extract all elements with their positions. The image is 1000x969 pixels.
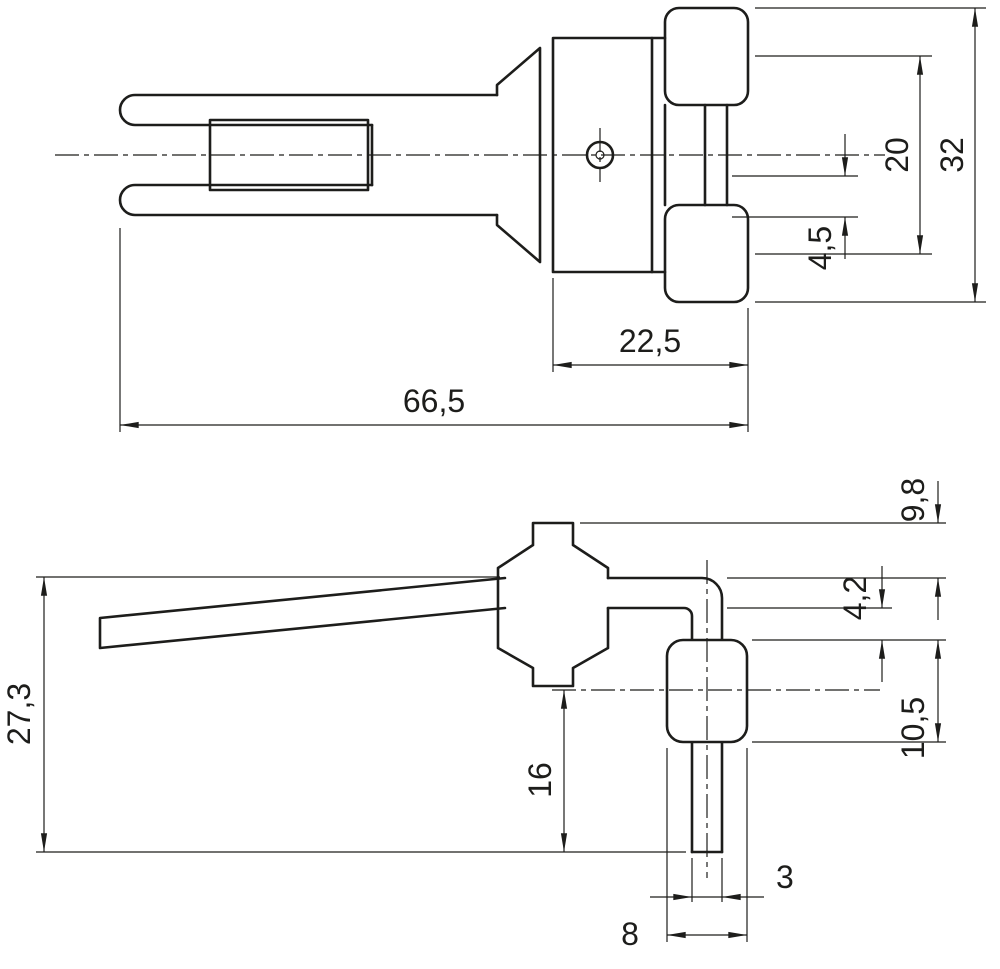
ext-lines-9-8 xyxy=(580,522,946,579)
top-boss xyxy=(663,6,750,107)
dim-label-head-length: 22,5 xyxy=(619,323,681,359)
dim-label-rod-gap: 4,2 xyxy=(837,576,873,620)
dim-label-overall-width: 32 xyxy=(934,137,970,173)
ext-lines-20 xyxy=(755,55,932,255)
dim-label-roller-spacing: 20 xyxy=(879,137,915,173)
ext-lines-32 xyxy=(755,7,986,303)
ext-lines-3 xyxy=(691,858,723,902)
top-view: 20 32 4,5 22,5 66,5 xyxy=(55,6,986,432)
dim-label-rod-thickness: 3 xyxy=(776,859,794,895)
rod-inner xyxy=(606,606,694,854)
fork-top-prong xyxy=(118,93,499,127)
ext-lines-27-3 xyxy=(36,576,686,853)
side-view-outline xyxy=(98,521,749,854)
rod-outer xyxy=(606,576,724,854)
dim-label-overall-height: 27,3 xyxy=(1,683,37,745)
ext-lines-8 xyxy=(666,748,748,942)
top-view-dimensions: 20 32 4,5 22,5 66,5 xyxy=(119,7,986,432)
side-view-dimensions: 27,3 16 9,8 4,2 10,5 3 xyxy=(1,478,946,952)
hub-profile xyxy=(496,521,610,688)
bottom-boss xyxy=(663,203,750,304)
dim-label-overall-length: 66,5 xyxy=(403,383,465,419)
dim-label-lower-height: 16 xyxy=(522,762,558,798)
fork-bottom-prong xyxy=(118,183,499,217)
dim-label-offset: 4,5 xyxy=(802,226,838,270)
lever-blade xyxy=(98,576,507,650)
dim-label-boss-height: 10,5 xyxy=(895,697,931,759)
dim-label-top-offset: 9,8 xyxy=(895,478,931,522)
ext-lines-4-2 xyxy=(727,607,946,641)
dim-label-boss-width: 8 xyxy=(621,916,639,952)
ext-lines-22-5 xyxy=(552,278,749,432)
side-view-centerlines xyxy=(552,560,880,878)
body-connectors xyxy=(650,36,667,274)
ext-lines-4-5 xyxy=(732,175,858,218)
top-view-centerlines xyxy=(55,128,885,182)
side-view: 27,3 16 9,8 4,2 10,5 3 xyxy=(1,478,946,952)
